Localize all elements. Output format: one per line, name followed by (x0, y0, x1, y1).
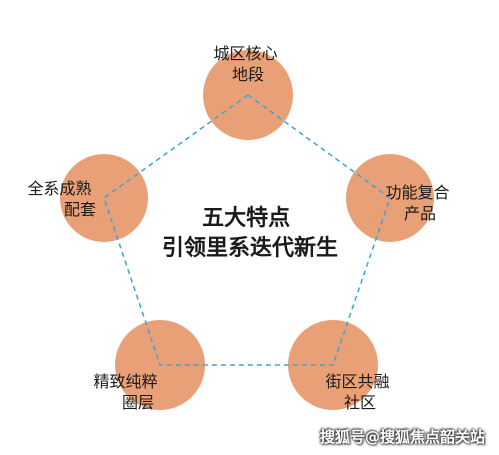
node-label-location-line1: 城区核心 (213, 44, 277, 63)
svg-text:全系成熟 配套: 全系成熟 配套 (27, 179, 96, 219)
svg-text:街区共融 社区: 街区共融 社区 (325, 372, 394, 412)
node-label-community-line1: 街区共融 (325, 372, 389, 391)
center-title-line1: 五大特点 (202, 205, 290, 231)
svg-text:精致纯粹 圈层: 精致纯粹 圈层 (93, 372, 162, 412)
svg-text:功能复合 产品: 功能复合 产品 (385, 183, 454, 223)
node-label-community-line2: 社区 (344, 393, 376, 412)
node-label-circle-line1: 精致纯粹 (93, 372, 157, 391)
node-label-circle-line2: 圈层 (122, 393, 154, 412)
node-label-location-line2: 地段 (232, 65, 264, 84)
node-label-amenities-line2: 配套 (64, 200, 96, 219)
node-circle-amenities (60, 154, 148, 242)
svg-text:五大特点 引领里系迭代新生: 五大特点 引领里系迭代新生 (162, 205, 338, 261)
node-label-product-line2: 产品 (404, 204, 436, 223)
watermark-text: 搜狐号@搜狐焦点韶关站 (319, 428, 485, 446)
svg-text:城区核心 地段: 城区核心 地段 (213, 44, 282, 84)
node-label-amenities-line1: 全系成熟 (27, 179, 91, 198)
node-label-product-line1: 功能复合 (385, 183, 449, 202)
dashed-pentagon (103, 94, 391, 366)
center-title-line2: 引领里系迭代新生 (162, 235, 338, 261)
